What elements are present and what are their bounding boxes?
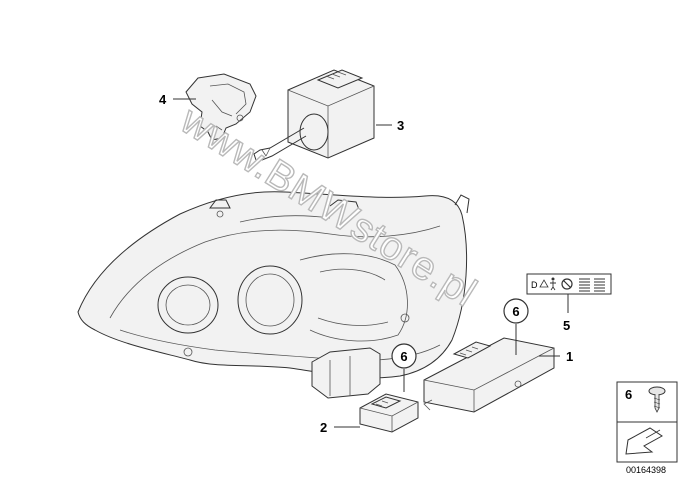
- warning-person-icon: [550, 277, 556, 291]
- legend-box: 6: [616, 381, 678, 463]
- callout-6b: 6: [400, 349, 407, 364]
- callout-1: 1: [566, 349, 573, 364]
- drawing-number: 00164398: [626, 465, 666, 475]
- callout-4: 4: [159, 92, 167, 107]
- warning-label-part[interactable]: D: [526, 273, 612, 295]
- text-lines-icon: [579, 278, 590, 292]
- xenon-bulb-part[interactable]: [253, 69, 375, 161]
- text-lines-icon: [594, 278, 605, 292]
- callout-6-circle: 6: [503, 298, 529, 324]
- warning-triangle-icon: [539, 279, 549, 288]
- screw-icon: [648, 386, 666, 413]
- leader-lines: [173, 98, 569, 428]
- headlight-assembly[interactable]: [77, 191, 470, 399]
- arrow-icon: [625, 427, 663, 455]
- prohibited-icon: [561, 278, 573, 290]
- legend-number: 6: [625, 387, 632, 402]
- retaining-bracket-part[interactable]: [185, 73, 257, 141]
- control-unit-part[interactable]: [423, 337, 555, 413]
- callout-6-circle: 6: [391, 343, 417, 369]
- ignition-module-part[interactable]: [359, 393, 419, 433]
- callout-3: 3: [397, 118, 404, 133]
- callout-6a: 6: [512, 304, 519, 319]
- d-lamp-symbol: D: [531, 280, 538, 290]
- callout-5: 5: [563, 318, 570, 333]
- callout-2: 2: [320, 420, 327, 435]
